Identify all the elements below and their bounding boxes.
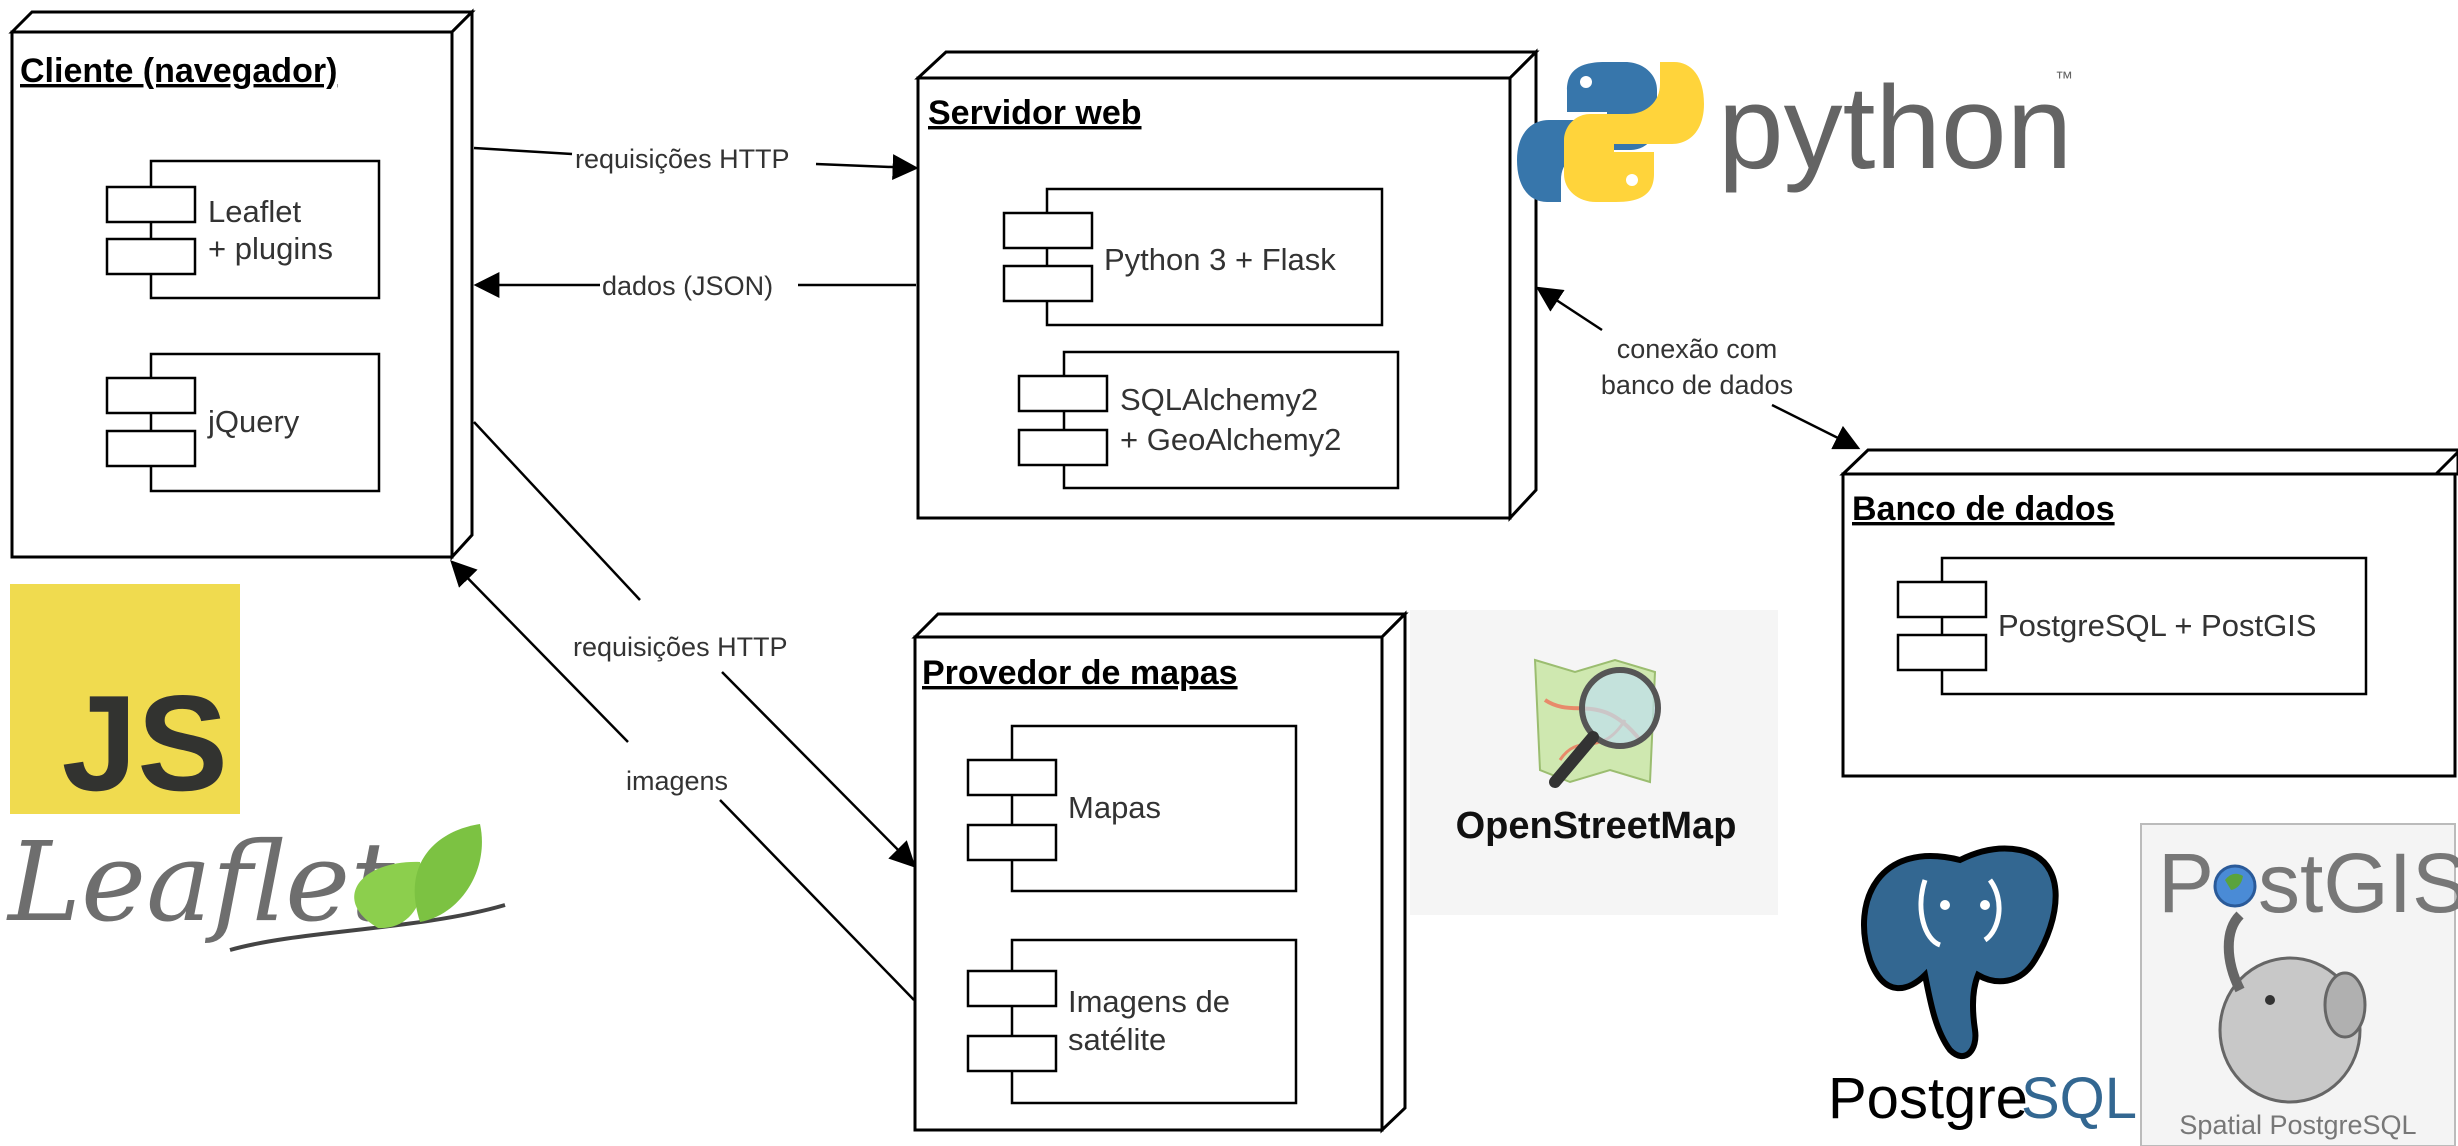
node-client: Cliente (navegador) Leaflet + plugins jQ… [8, 8, 476, 561]
edge-client-to-server: requisições HTTP [473, 144, 919, 181]
postgis-logo-title-a: P [2158, 836, 2214, 930]
js-logo: JS [10, 584, 240, 819]
python-logo-text: python [1718, 62, 2072, 194]
edge-maps-to-client: imagens [450, 560, 915, 1001]
edge-label: banco de dados [1601, 370, 1793, 400]
postgresql-logo-text-a: Postgre [1828, 1066, 2028, 1131]
edge-label: requisições HTTP [575, 144, 790, 174]
component-postgres: PostgreSQL + PostGIS [1896, 556, 2368, 696]
node-client-title: Cliente (navegador) [20, 52, 337, 90]
component-mapas: Mapas [966, 724, 1298, 893]
component-label: PostgreSQL + PostGIS [1998, 608, 2316, 643]
component-label: SQLAlchemy2 [1120, 382, 1318, 417]
python-logo: python ™ [1517, 62, 2073, 202]
component-label: jQuery [207, 404, 300, 439]
leaf-icon [414, 824, 482, 922]
node-webserver-title: Servidor web [928, 94, 1142, 132]
postgresql-logo-text-b: SQL [2021, 1066, 2137, 1131]
edge-client-to-maps: requisições HTTP [473, 421, 916, 868]
branch-icon [229, 903, 506, 952]
leaflet-logo: Leaflet [6, 818, 506, 952]
node-mapprovider: Provedor de mapas Mapas Imagens de satél… [911, 610, 1409, 1134]
leaf-icon [354, 861, 423, 929]
python-logo-tm: ™ [2055, 68, 2073, 88]
edge-server-db: conexão com banco de dados [1535, 286, 1861, 450]
elephant-icon [1861, 845, 2059, 1059]
component-label: Leaflet [208, 194, 301, 229]
edge-server-to-client: dados (JSON) [473, 271, 916, 301]
component-satelite: Imagens de satélite [966, 938, 1298, 1105]
node-database-title: Banco de dados [1852, 490, 2115, 528]
node-mapprovider-title: Provedor de mapas [922, 654, 1238, 692]
edge-label: dados (JSON) [602, 271, 773, 301]
postgis-logo-subtitle: Spatial PostgreSQL [2179, 1110, 2416, 1140]
python-snake-icon [1517, 62, 1704, 202]
postgresql-logo: Postgre SQL [1828, 845, 2137, 1131]
component-label: Imagens de [1068, 984, 1230, 1019]
edge-label: requisições HTTP [573, 632, 788, 662]
component-sqlalchemy: SQLAlchemy2 + GeoAlchemy2 [1017, 350, 1400, 490]
component-label: + GeoAlchemy2 [1120, 422, 1341, 457]
component-label: satélite [1068, 1022, 1166, 1057]
component-label: Mapas [1068, 790, 1161, 825]
js-logo-text: JS [62, 667, 228, 819]
edge-label: conexão com [1617, 334, 1778, 364]
osm-logo: OpenStreetMap [1410, 610, 1778, 915]
node-database: Banco de dados PostgreSQL + PostGIS [1839, 448, 2458, 778]
component-label: + plugins [208, 231, 333, 266]
component-label: Python 3 + Flask [1104, 242, 1336, 277]
postgis-logo-title-b: stGIS [2258, 836, 2458, 930]
component-flask: Python 3 + Flask [1002, 187, 1384, 327]
component-leaflet: Leaflet + plugins [105, 159, 381, 300]
component-jquery: jQuery [105, 352, 381, 493]
postgis-logo: P stGIS Spatial PostgreSQL [2140, 823, 2458, 1146]
osm-logo-text: OpenStreetMap [1456, 805, 1737, 847]
osm-map-icon [1533, 658, 1661, 788]
node-webserver: Servidor web Python 3 + Flask SQLAlchemy… [914, 48, 1540, 522]
edge-label: imagens [626, 766, 728, 796]
elephant-icon [2218, 911, 2367, 1104]
leaflet-logo-text: Leaflet [6, 818, 395, 946]
